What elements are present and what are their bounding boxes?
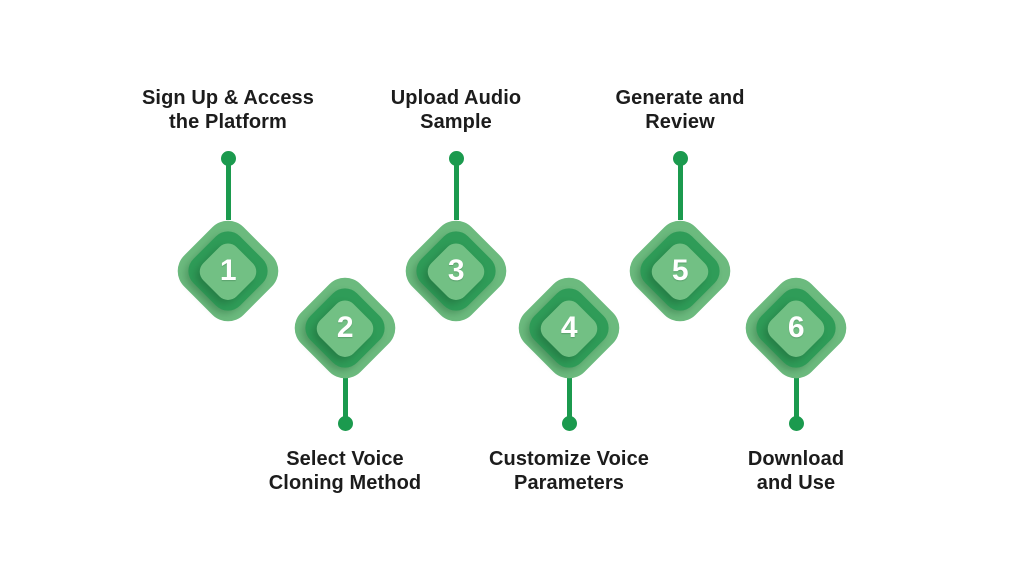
step-3: Upload Audio Sample 3	[341, 0, 571, 576]
step-4-label: Customize Voice Parameters	[488, 448, 650, 494]
step-2-number: 2	[336, 311, 354, 344]
connector-line	[342, 378, 348, 420]
step-6-number: 6	[787, 311, 805, 344]
step-5: Generate and Review 5	[565, 0, 795, 576]
step-1: Sign Up & Access the Platform 1	[113, 0, 343, 576]
step-1-label: Sign Up & Access the Platform	[141, 87, 315, 133]
diamond-inner: 1	[194, 237, 262, 305]
diamond-inner: 3	[422, 237, 490, 305]
step-5-number: 5	[671, 254, 689, 287]
step-4: Customize Voice Parameters 4	[454, 0, 684, 576]
diamond-inner: 5	[646, 237, 714, 305]
diamond-ring: 6	[749, 281, 843, 375]
step-6-label: Download and Use	[747, 448, 845, 494]
connector-dot-icon	[561, 416, 577, 431]
diamond-inner: 2	[311, 294, 379, 362]
step-6-diamond: 6	[736, 268, 856, 388]
step-2: Select Voice Cloning Method 2	[230, 0, 460, 576]
connector-dot-icon	[788, 416, 804, 431]
step-4-number: 4	[560, 311, 578, 344]
step-1-number: 1	[219, 254, 237, 287]
diamond-inner: 4	[535, 294, 603, 362]
step-5-label: Generate and Review	[615, 87, 745, 133]
step-6: Download and Use 6	[681, 0, 911, 576]
connector-line	[225, 158, 231, 220]
connector-dot-icon	[337, 416, 353, 431]
connector-line	[453, 158, 459, 220]
connector-line	[566, 378, 572, 420]
step-3-label: Upload Audio Sample	[390, 87, 522, 133]
step-2-label: Select Voice Cloning Method	[268, 448, 422, 494]
connector-line	[793, 378, 799, 420]
step-3-number: 3	[447, 254, 465, 287]
connector-line	[677, 158, 683, 220]
diamond-inner: 6	[762, 294, 830, 362]
